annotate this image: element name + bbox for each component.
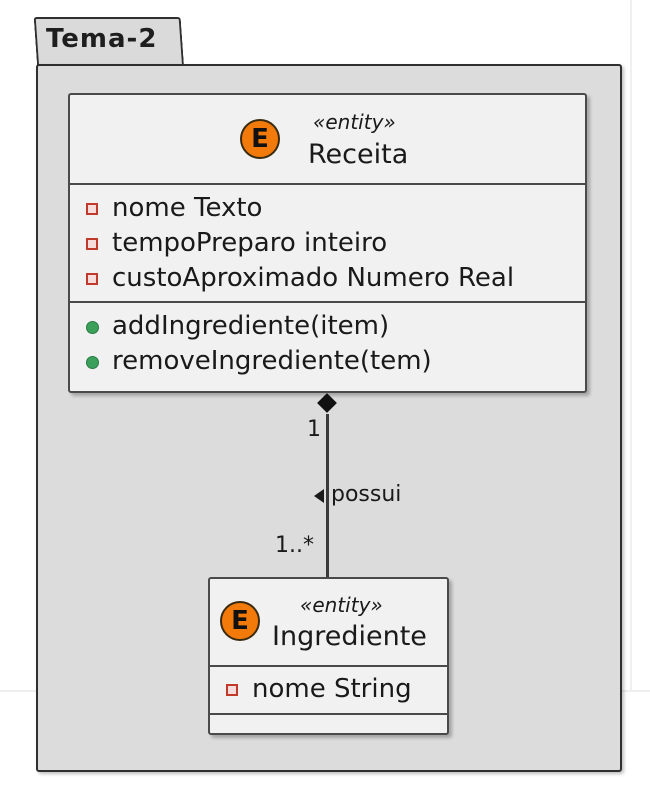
- attribute-row[interactable]: nome String: [210, 672, 447, 707]
- attribute-row[interactable]: custoAproximado Numero Real: [70, 261, 585, 296]
- class-receita-methods: addIngrediente(item) removeIngrediente(t…: [70, 301, 585, 383]
- private-visibility-icon: [226, 684, 238, 696]
- private-visibility-icon: [86, 203, 98, 215]
- ghost-divider-right: [630, 0, 632, 690]
- class-ingrediente-header: E «entity» Ingrediente: [210, 579, 447, 667]
- class-ingrediente-attributes: nome String: [210, 667, 447, 713]
- attribute-text: tempoPreparo inteiro: [112, 228, 388, 258]
- class-receita-stereotype: «entity»: [313, 110, 396, 134]
- class-receita[interactable]: E «entity» Receita nome Texto tempoPrepa…: [68, 93, 587, 393]
- entity-icon: E: [220, 601, 260, 641]
- relation-direction-arrow-icon: [314, 489, 324, 503]
- attribute-text: nome String: [252, 674, 412, 704]
- private-visibility-icon: [86, 238, 98, 250]
- class-ingrediente[interactable]: E «entity» Ingrediente nome String: [208, 577, 449, 735]
- package-title: Tema-2: [46, 24, 158, 54]
- public-visibility-icon: [86, 356, 99, 369]
- class-receita-attributes: nome Texto tempoPreparo inteiro custoApr…: [70, 185, 585, 301]
- method-row[interactable]: removeIngrediente(tem): [70, 344, 585, 379]
- private-visibility-icon: [86, 273, 98, 285]
- method-text: removeIngrediente(tem): [112, 346, 432, 376]
- composition-line[interactable]: [326, 414, 329, 578]
- class-ingrediente-stereotype: «entity»: [300, 593, 383, 617]
- attribute-text: custoAproximado Numero Real: [112, 263, 515, 293]
- entity-icon: E: [240, 119, 280, 159]
- class-ingrediente-name: Ingrediente: [272, 621, 427, 652]
- class-ingrediente-methods: [210, 713, 447, 729]
- relation-label: possui: [331, 482, 402, 507]
- method-text: addIngrediente(item): [112, 311, 390, 341]
- target-multiplicity: 1..*: [275, 533, 314, 558]
- attribute-text: nome Texto: [112, 193, 263, 223]
- class-receita-header: E «entity» Receita: [70, 95, 585, 185]
- public-visibility-icon: [86, 321, 99, 334]
- source-multiplicity: 1: [307, 417, 321, 442]
- method-row[interactable]: addIngrediente(item): [70, 309, 585, 344]
- attribute-row[interactable]: nome Texto: [70, 191, 585, 226]
- class-receita-name: Receita: [308, 139, 409, 170]
- attribute-row[interactable]: tempoPreparo inteiro: [70, 226, 585, 261]
